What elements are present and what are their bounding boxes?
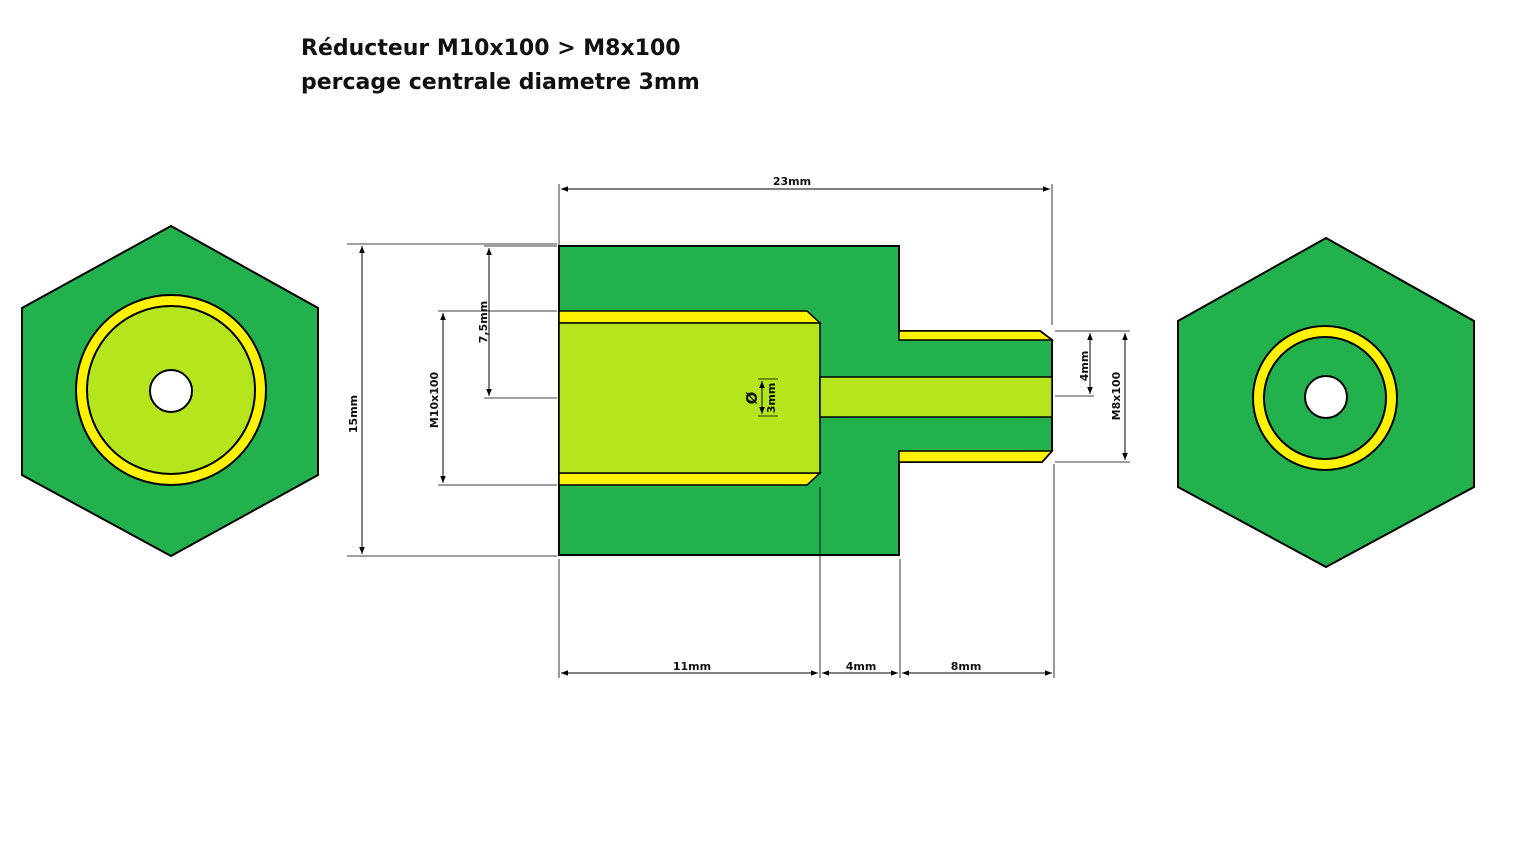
left-center-hole: [149, 369, 193, 413]
dim-height-label: 15mm: [347, 395, 360, 433]
dim-hole-diameter: Ø 3mm: [743, 378, 778, 417]
dim-segment-2-label: 4mm: [846, 660, 877, 673]
dim-bore-depth: 7,5mm: [477, 245, 557, 399]
dim-thread-small: M8x100: [1055, 330, 1130, 463]
dim-pin: 4mm: [1055, 330, 1094, 397]
large-thread-bottom: [558, 472, 822, 486]
dim-pin-label: 4mm: [1078, 351, 1091, 382]
right-end-view: [1177, 236, 1475, 569]
center-hole-channel: [819, 376, 1053, 418]
small-thread-bottom: [898, 450, 1054, 463]
large-bore: [558, 322, 821, 474]
title-line-1: Réducteur M10x100 > M8x100: [301, 36, 681, 61]
small-thread-top: [898, 330, 1055, 341]
dim-overall-length-label: 23mm: [773, 175, 811, 188]
dim-height: 15mm: [347, 243, 557, 557]
dim-segment-1-label: 11mm: [673, 660, 711, 673]
dim-bottom-chain: 11mm 4mm 8mm: [558, 464, 1055, 678]
title-line-2: percage centrale diametre 3mm: [301, 70, 700, 95]
dim-segment-3-label: 8mm: [951, 660, 982, 673]
hole-diameter-symbol: Ø: [743, 391, 761, 404]
dim-thread-large: M10x100: [428, 310, 557, 486]
left-end-view: [21, 224, 319, 558]
section-view: [558, 245, 1055, 556]
dim-hole-diameter-label: 3mm: [765, 383, 778, 414]
large-thread-top: [558, 310, 822, 324]
dim-overall-length: 23mm: [558, 175, 1053, 325]
right-center-hole: [1304, 375, 1348, 419]
dim-thread-small-label: M8x100: [1110, 371, 1123, 420]
dim-bore-depth-label: 7,5mm: [477, 301, 490, 343]
drawing-title: Réducteur M10x100 > M8x100 percage centr…: [301, 32, 700, 100]
dim-thread-large-label: M10x100: [428, 371, 441, 428]
